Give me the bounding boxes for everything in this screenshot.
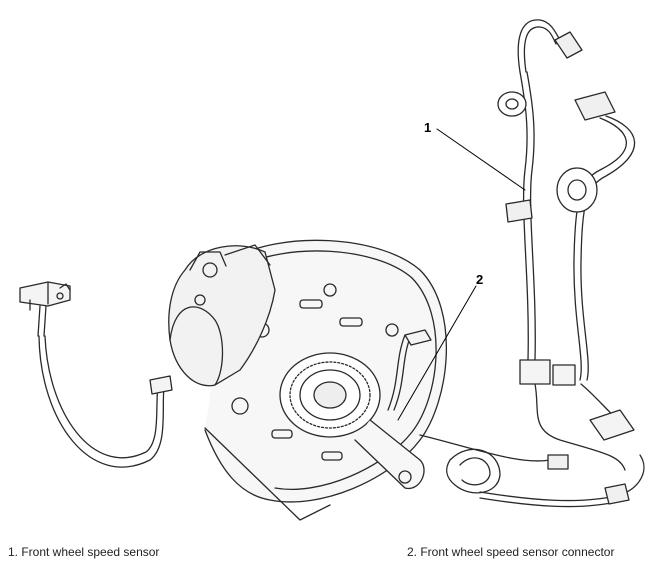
callout-number-2: 2 <box>476 272 484 287</box>
wheel-hub <box>279 352 381 438</box>
callout-number-1: 1 <box>424 120 432 135</box>
steering-knuckle-arm <box>354 419 425 490</box>
speed-sensor-harness <box>387 19 645 508</box>
callout-leader-lines <box>397 128 526 421</box>
legend-item-2: 2. Front wheel speed sensor connector <box>407 545 615 559</box>
brake-caliper <box>168 244 276 415</box>
brake-assembly-diagram <box>19 19 645 521</box>
legend-item-1: 1. Front wheel speed sensor <box>8 545 160 559</box>
left-brake-hose <box>19 281 173 468</box>
